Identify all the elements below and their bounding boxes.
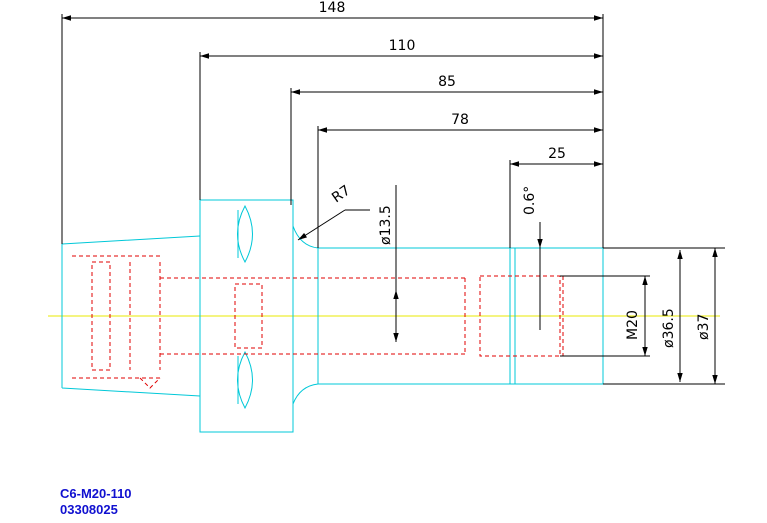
part-number-caption: C6-M20-110	[60, 486, 132, 501]
part-outline	[61, 199, 604, 433]
dim-text-110: 110	[389, 38, 416, 54]
dim-text-m20: M20	[625, 310, 641, 340]
part-code-caption: 03308025	[60, 502, 118, 517]
dimension-lines	[61, 14, 725, 385]
dim-text-bore: ø13.5	[378, 205, 394, 245]
radius-leader	[297, 209, 346, 241]
dim-text-37: ø37	[696, 314, 712, 340]
dim-text-r7: R7	[329, 182, 353, 206]
hidden-geometry	[72, 255, 600, 389]
dim-text-78: 78	[451, 112, 469, 128]
dim-text-36-5: ø36.5	[661, 308, 677, 348]
dim-text-25: 25	[548, 146, 566, 162]
dim-text-85: 85	[438, 74, 456, 90]
dim-text-taper: 0.6°	[522, 186, 538, 215]
dim-text-148: 148	[319, 0, 346, 16]
